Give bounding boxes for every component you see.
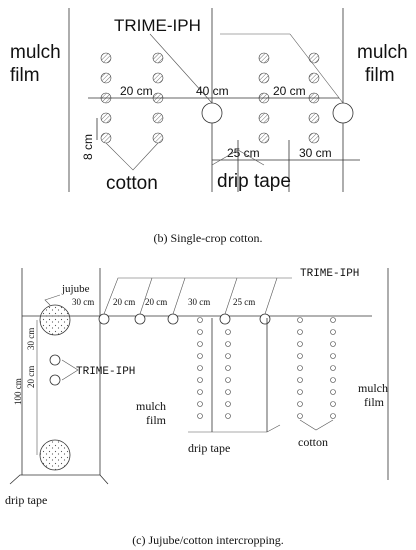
dim-c-v100: 100 cm — [13, 378, 23, 405]
probe-label-mid: TRIME-IPH — [76, 366, 135, 378]
cotton-leader-b — [105, 142, 159, 171]
drip-tape-bottom-outline — [9, 474, 109, 485]
panel-b: mulch film mulch film — [10, 8, 408, 245]
probe-c-4 — [219, 313, 231, 325]
probe-leader-top-3 — [172, 277, 186, 315]
drip-tape-leader-b — [211, 149, 265, 166]
dim-c-v20: 20 cm — [26, 366, 36, 388]
probe-mid-leader — [61, 359, 79, 381]
jujube-tree-bottom — [39, 439, 71, 471]
cotton-plants-c — [197, 317, 336, 419]
probe-leader-b1 — [149, 33, 213, 104]
probe-label-b: TRIME-IPH — [114, 16, 201, 35]
panel-c: jujube TRIME-IPH TRIME-IPH 30 cm 20 cm 2… — [5, 268, 389, 547]
probe-c-5 — [259, 313, 271, 325]
film-right-label-2: film — [364, 395, 385, 409]
probe-leader-top-2 — [139, 277, 153, 315]
film-mid-label-1: mulch — [136, 399, 166, 413]
right-film-label-2: film — [365, 65, 395, 86]
dim-c-v30: 30 cm — [26, 328, 36, 350]
drip-tape-label-mid: drip tape — [188, 441, 230, 455]
probe-leader-top-main — [103, 277, 292, 315]
dim-c-25: 25 cm — [233, 297, 255, 307]
probe-leader-b3 — [289, 33, 344, 104]
caption-c: (c) Jujube/cotton intercropping. — [132, 533, 284, 547]
cotton-label-b: cotton — [106, 173, 158, 194]
left-film-label-1: mulch — [10, 42, 61, 63]
dim-c-30b: 30 cm — [188, 297, 210, 307]
dim-c-20a: 20 cm — [113, 297, 135, 307]
probe-leader-top-5 — [264, 277, 278, 315]
probe-c-1 — [98, 313, 110, 325]
dim-vertical-8: 8 cm — [81, 134, 95, 160]
drip-tape-leader-c — [188, 424, 281, 433]
dim-c-30a: 30 cm — [72, 297, 94, 307]
left-film-label-2: film — [10, 65, 40, 86]
film-right-label-1: mulch — [358, 381, 388, 395]
probe-c-mid-1 — [49, 354, 61, 366]
cotton-label-c: cotton — [298, 435, 328, 449]
probe-leader-top-4 — [224, 277, 238, 315]
drip-tape-label-bottom: drip tape — [5, 493, 47, 507]
probe-tube-b-center — [201, 102, 223, 124]
right-film-label-1: mulch — [357, 42, 408, 63]
jujube-label: jujube — [61, 283, 90, 295]
dim-right-20: 20 cm — [273, 84, 306, 98]
cotton-plants-right — [258, 52, 320, 144]
probe-c-2 — [134, 313, 146, 325]
cotton-leader-c — [299, 419, 334, 431]
probe-tube-b-right — [332, 102, 354, 124]
dim-c-20b: 20 cm — [145, 297, 167, 307]
jujube-leader — [44, 294, 61, 306]
caption-b: (b) Single-crop cotton. — [154, 231, 263, 245]
dim-gap-40: 40 cm — [196, 84, 229, 98]
dim-30: 30 cm — [299, 146, 332, 160]
probe-c-mid-2 — [49, 374, 61, 386]
jujube-tree-top — [39, 304, 71, 336]
film-mid-label-2: film — [146, 413, 167, 427]
probe-label-top: TRIME-IPH — [300, 268, 359, 280]
dim-row-20: 20 cm — [120, 84, 153, 98]
probe-c-3 — [167, 313, 179, 325]
drip-tape-label-b: drip tape — [217, 171, 291, 192]
